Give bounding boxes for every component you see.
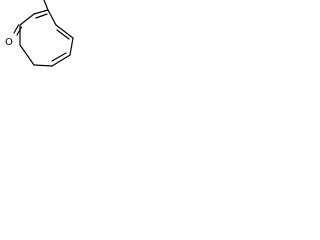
bond-c3-methyl	[43, 0, 49, 11]
bond-c6-c7	[51, 54, 71, 67]
bond-c3-c4	[47, 9, 57, 26]
bond-c2-c3-inner	[35, 13, 48, 19]
bond-c7-c8	[33, 64, 53, 67]
bond-c1-o-a	[13, 24, 20, 34]
bond-c5-c6	[69, 37, 74, 56]
bond-c1-o-b	[16, 26, 23, 36]
bond-c8-c1	[19, 44, 35, 66]
bond-c4-c5-inner	[56, 29, 70, 40]
atom-oxygen-label: O	[5, 37, 13, 48]
bond-c4-c5	[55, 24, 74, 39]
bond-c6-c7-inner	[51, 52, 67, 62]
structure-diagram: O	[5, 0, 74, 67]
bond-c1-c2	[19, 13, 35, 26]
bond-c2-c3	[33, 9, 49, 15]
molecule-canvas: O	[0, 0, 85, 81]
